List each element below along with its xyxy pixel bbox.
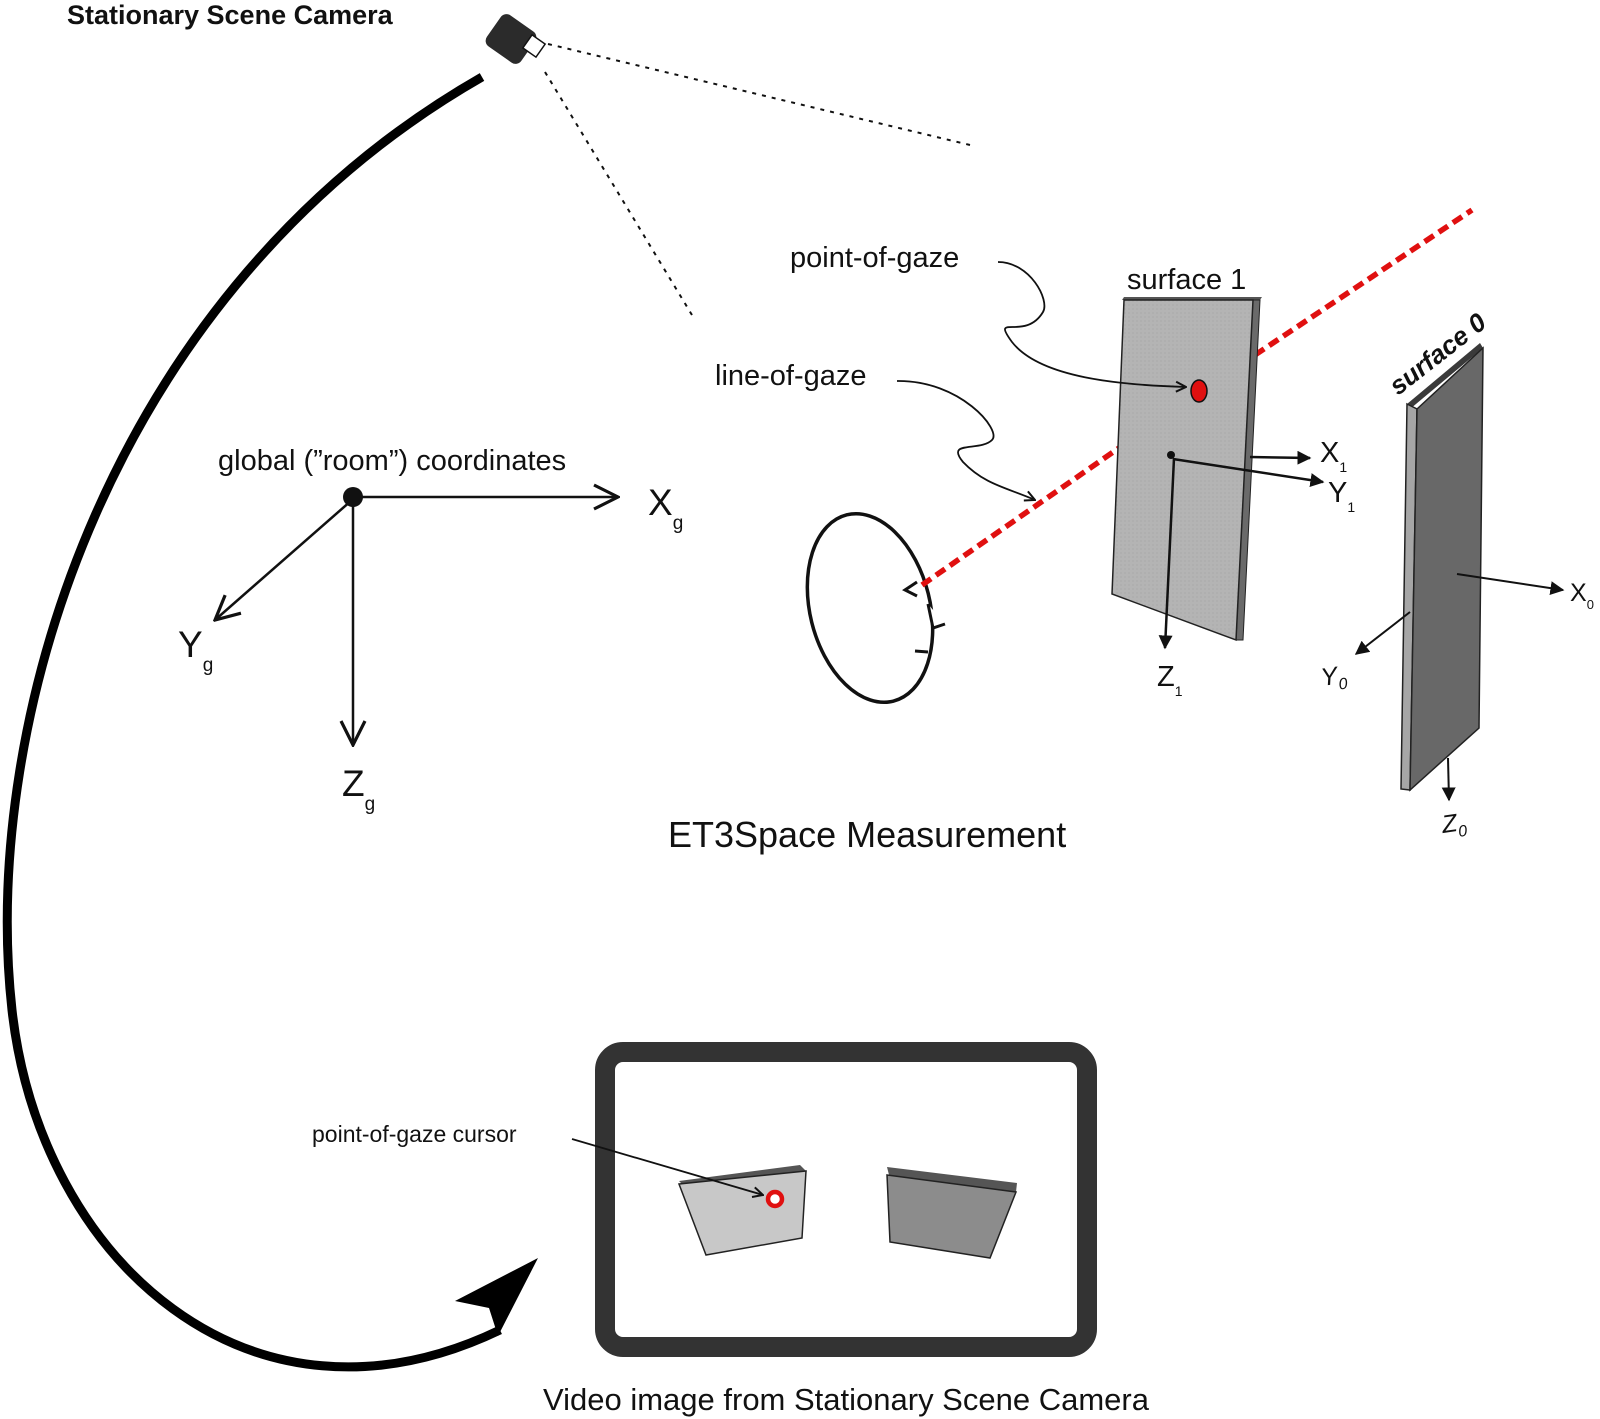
axis-x-global: Xg	[648, 482, 683, 534]
line-of-gaze-label: line-of-gaze	[715, 360, 867, 392]
axis-z-surface0: Z0	[1439, 808, 1468, 843]
global-coords-label: global (”room”) coordinates	[218, 445, 566, 477]
point-of-gaze-dot	[1190, 379, 1208, 403]
axis-z-global: Zg	[342, 763, 375, 815]
cursor-leader	[571, 1138, 763, 1195]
camera-to-video-arrow	[2, 73, 538, 1372]
line-of-gaze-leader	[896, 380, 1035, 500]
axis-y-global: Yg	[178, 624, 213, 676]
axis-y-surface0: Y0	[1319, 661, 1349, 696]
surface-1-label: surface 1	[1127, 264, 1246, 296]
point-of-gaze-label: point-of-gaze	[790, 242, 959, 274]
camera-fov-line-upper	[547, 43, 971, 146]
cursor-label: point-of-gaze cursor	[312, 1121, 517, 1147]
point-of-gaze-cursor	[765, 1189, 785, 1209]
point-of-gaze-leader	[997, 261, 1186, 387]
head-outline-icon	[805, 511, 946, 705]
axis-y-surface1: Y1	[1328, 477, 1355, 515]
camera-fov-line-lower	[544, 71, 696, 321]
axis-x-surface0: X0	[1570, 579, 1594, 612]
surface-1-axes	[1158, 450, 1325, 650]
global-axes	[215, 487, 618, 745]
axis-z-surface1: Z1	[1157, 661, 1183, 699]
video-caption: Video image from Stationary Scene Camera	[543, 1382, 1150, 1417]
surface-0	[1400, 343, 1484, 792]
line-of-gaze-beyond	[1253, 207, 1474, 358]
video-surface-0	[886, 1167, 1018, 1259]
measurement-title: ET3Space Measurement	[668, 814, 1066, 855]
video-frame	[595, 1042, 1097, 1357]
camera-title: Stationary Scene Camera	[67, 0, 394, 30]
camera-icon	[485, 14, 547, 64]
surface-0-axes	[1354, 573, 1565, 802]
axis-x-surface1: X1	[1320, 437, 1347, 475]
